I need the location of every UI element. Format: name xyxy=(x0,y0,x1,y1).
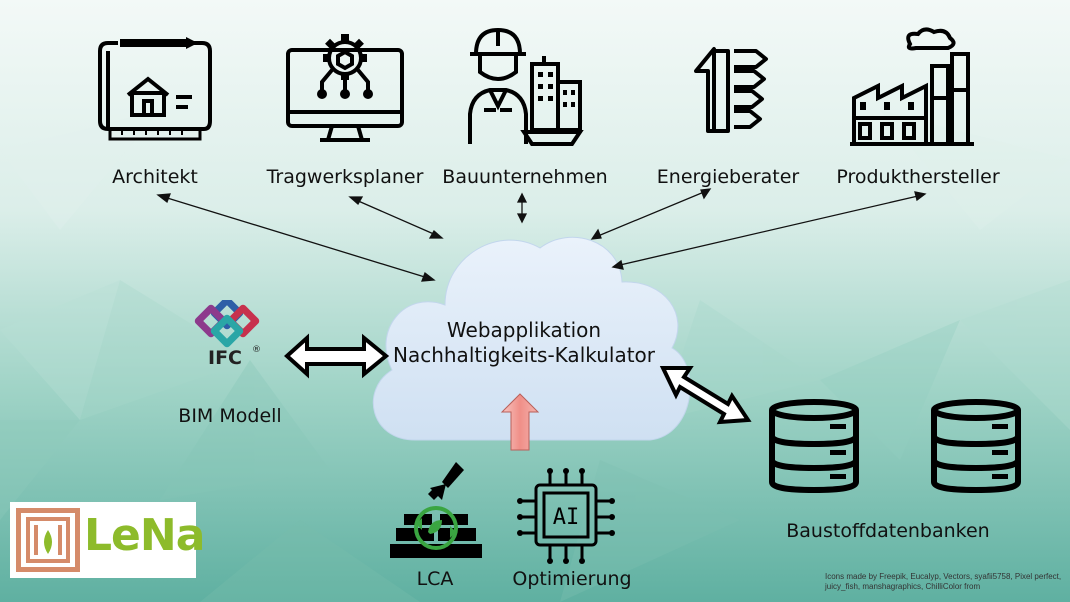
database-icon xyxy=(769,399,859,494)
credits-line-1: Icons made by Freepik, Eucalyp, Vectors,… xyxy=(825,572,1062,581)
role-label-architekt: Architekt xyxy=(112,166,198,188)
factory-icon xyxy=(850,27,974,146)
up-arrow xyxy=(500,393,540,451)
credits-line-2: juicy_fish, manshagraphics, ChilliColor … xyxy=(825,582,981,591)
lca-bricks-trowel-icon xyxy=(390,462,482,558)
databases-label: Baustoffdatenbanken xyxy=(786,520,990,542)
optimierung-label: Optimierung xyxy=(512,568,632,590)
ai-chip-icon: AI xyxy=(517,468,615,564)
cloud-subtitle: Nachhaltigkeits-Kalkulator xyxy=(392,343,656,367)
icon-credits: Icons made by Freepik, Eucalyp, Vectors,… xyxy=(825,572,1070,592)
bold-arrows xyxy=(284,333,752,425)
cloud-shape xyxy=(372,236,691,441)
ifc-label: BIM Modell xyxy=(178,405,282,427)
lca-label: LCA xyxy=(416,568,454,590)
database-icon xyxy=(931,399,1021,494)
role-label-bauunternehmen: Bauunternehmen xyxy=(442,166,608,188)
lena-brick-icon xyxy=(16,508,80,572)
role-label-energieberater: Energieberater xyxy=(656,166,800,188)
role-label-produkthersteller: Produkthersteller xyxy=(836,166,1000,188)
ifc-logo-icon: IFC ® xyxy=(194,300,261,368)
cloud-title: Webapplikation xyxy=(446,318,602,342)
db-cloud-arrow xyxy=(659,366,752,425)
energy-label-icon xyxy=(694,47,768,133)
lena-logo: LeNa xyxy=(10,502,205,578)
role-label-tragwerksplaner: Tragwerksplaner xyxy=(266,166,424,188)
construction-worker-icon xyxy=(468,27,584,146)
blueprint-icon xyxy=(98,37,212,141)
lena-logo-text: LeNa xyxy=(84,510,205,561)
cloud-label: Webapplikation Nachhaltigkeits-Kalkulato… xyxy=(393,318,655,368)
ifc-registered-mark: ® xyxy=(252,345,261,355)
ai-chip-text: AI xyxy=(553,505,580,530)
monitor-gear-icon xyxy=(286,34,404,142)
ifc-logo-text: IFC xyxy=(208,347,242,368)
connector-arrows xyxy=(156,188,927,282)
ifc-cloud-arrow xyxy=(284,333,390,379)
